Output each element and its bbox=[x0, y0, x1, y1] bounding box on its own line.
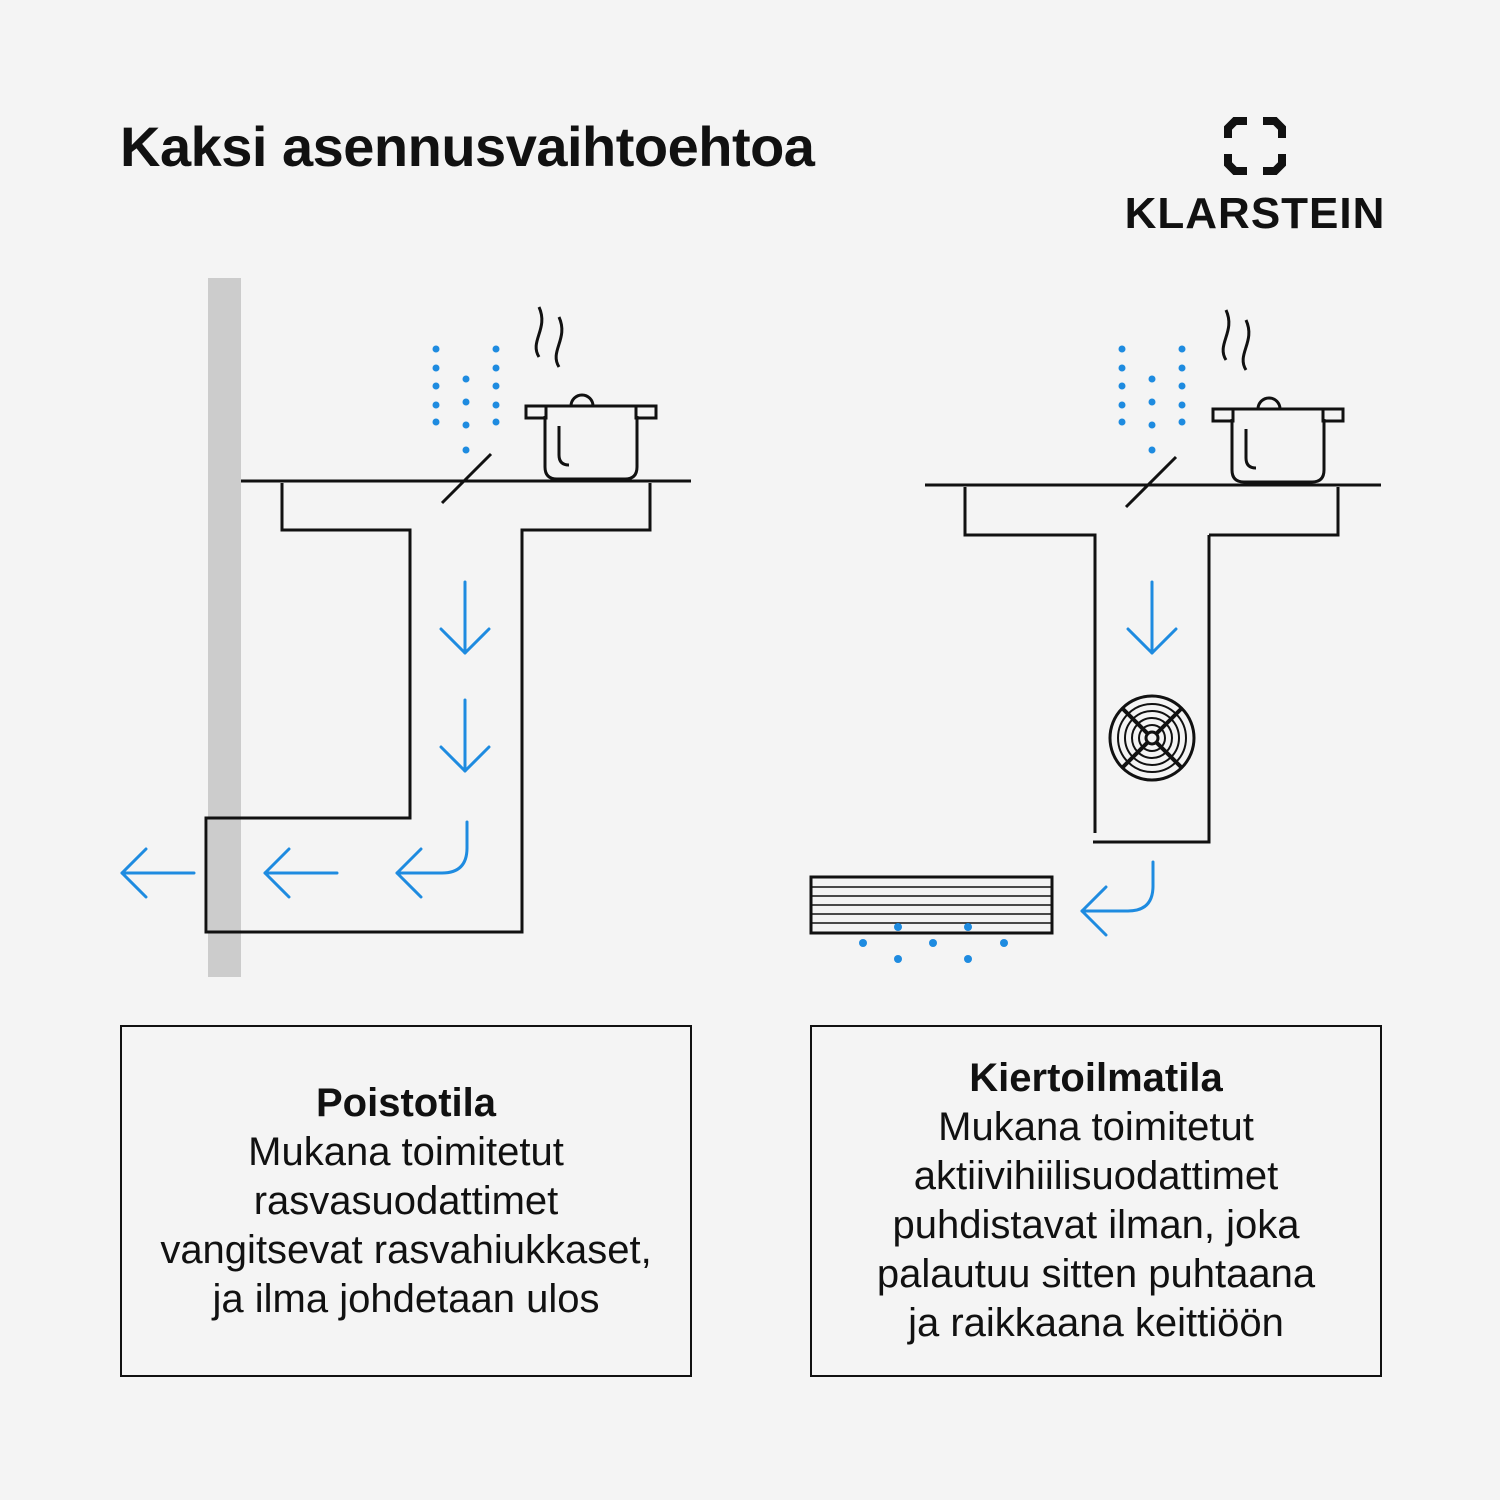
wall bbox=[208, 278, 241, 977]
page-title: Kaksi asennusvaihtoehtoa bbox=[120, 115, 815, 178]
mode-title: Poistotila bbox=[315, 1080, 497, 1125]
description-line: ja ilma johdetaan ulos bbox=[212, 1276, 600, 1321]
steam-dots bbox=[432, 345, 500, 454]
pot-icon bbox=[1211, 308, 1345, 484]
recirculation-mode-diagram bbox=[809, 308, 1381, 963]
arrow-curve-left-icon bbox=[395, 820, 469, 899]
filter-slot bbox=[1124, 455, 1178, 509]
installation-diagram bbox=[120, 278, 1381, 977]
arrow-curve-left-icon bbox=[1080, 860, 1155, 937]
arrow-left-icon bbox=[263, 847, 339, 899]
arrow-down-icon bbox=[439, 698, 491, 773]
description-line: vangitsevat rasvahiukkaset, bbox=[160, 1227, 652, 1272]
arrow-down-icon bbox=[1126, 580, 1178, 655]
recirculation-mode-description: Kiertoilmatila Mukana toimitetut aktiivi… bbox=[810, 1025, 1382, 1377]
brand-logo: KLARSTEIN bbox=[1110, 115, 1400, 239]
arrow-down-icon bbox=[439, 580, 491, 655]
fan-icon bbox=[1108, 694, 1196, 782]
clean-air-dots bbox=[859, 923, 1008, 963]
exhaust-duct bbox=[204, 483, 652, 934]
steam-dots bbox=[1118, 345, 1186, 454]
mode-title: Kiertoilmatila bbox=[969, 1056, 1223, 1100]
vent-grille bbox=[809, 875, 1054, 935]
filter-slot bbox=[440, 452, 493, 505]
klarstein-logo-icon bbox=[1224, 117, 1286, 175]
description-line: puhdistavat ilman, joka bbox=[892, 1203, 1300, 1247]
description-line: Mukana toimitetut bbox=[938, 1105, 1254, 1149]
brand-name: KLARSTEIN bbox=[1124, 189, 1386, 238]
exhaust-mode-diagram bbox=[120, 278, 691, 977]
exhaust-mode-description: Poistotila Mukana toimitetut rasvasuodat… bbox=[120, 1025, 692, 1377]
description-line: palautuu sitten puhtaana bbox=[876, 1252, 1316, 1296]
description-line: aktiivihiilisuodattimet bbox=[913, 1154, 1279, 1198]
pot-icon bbox=[524, 305, 658, 481]
recirculation-duct bbox=[963, 487, 1340, 844]
description-line: ja raikkaana keittiöön bbox=[908, 1301, 1284, 1345]
description-line: Mukana toimitetut bbox=[248, 1129, 564, 1174]
description-line: rasvasuodattimet bbox=[253, 1178, 559, 1223]
arrow-left-icon bbox=[120, 847, 196, 899]
